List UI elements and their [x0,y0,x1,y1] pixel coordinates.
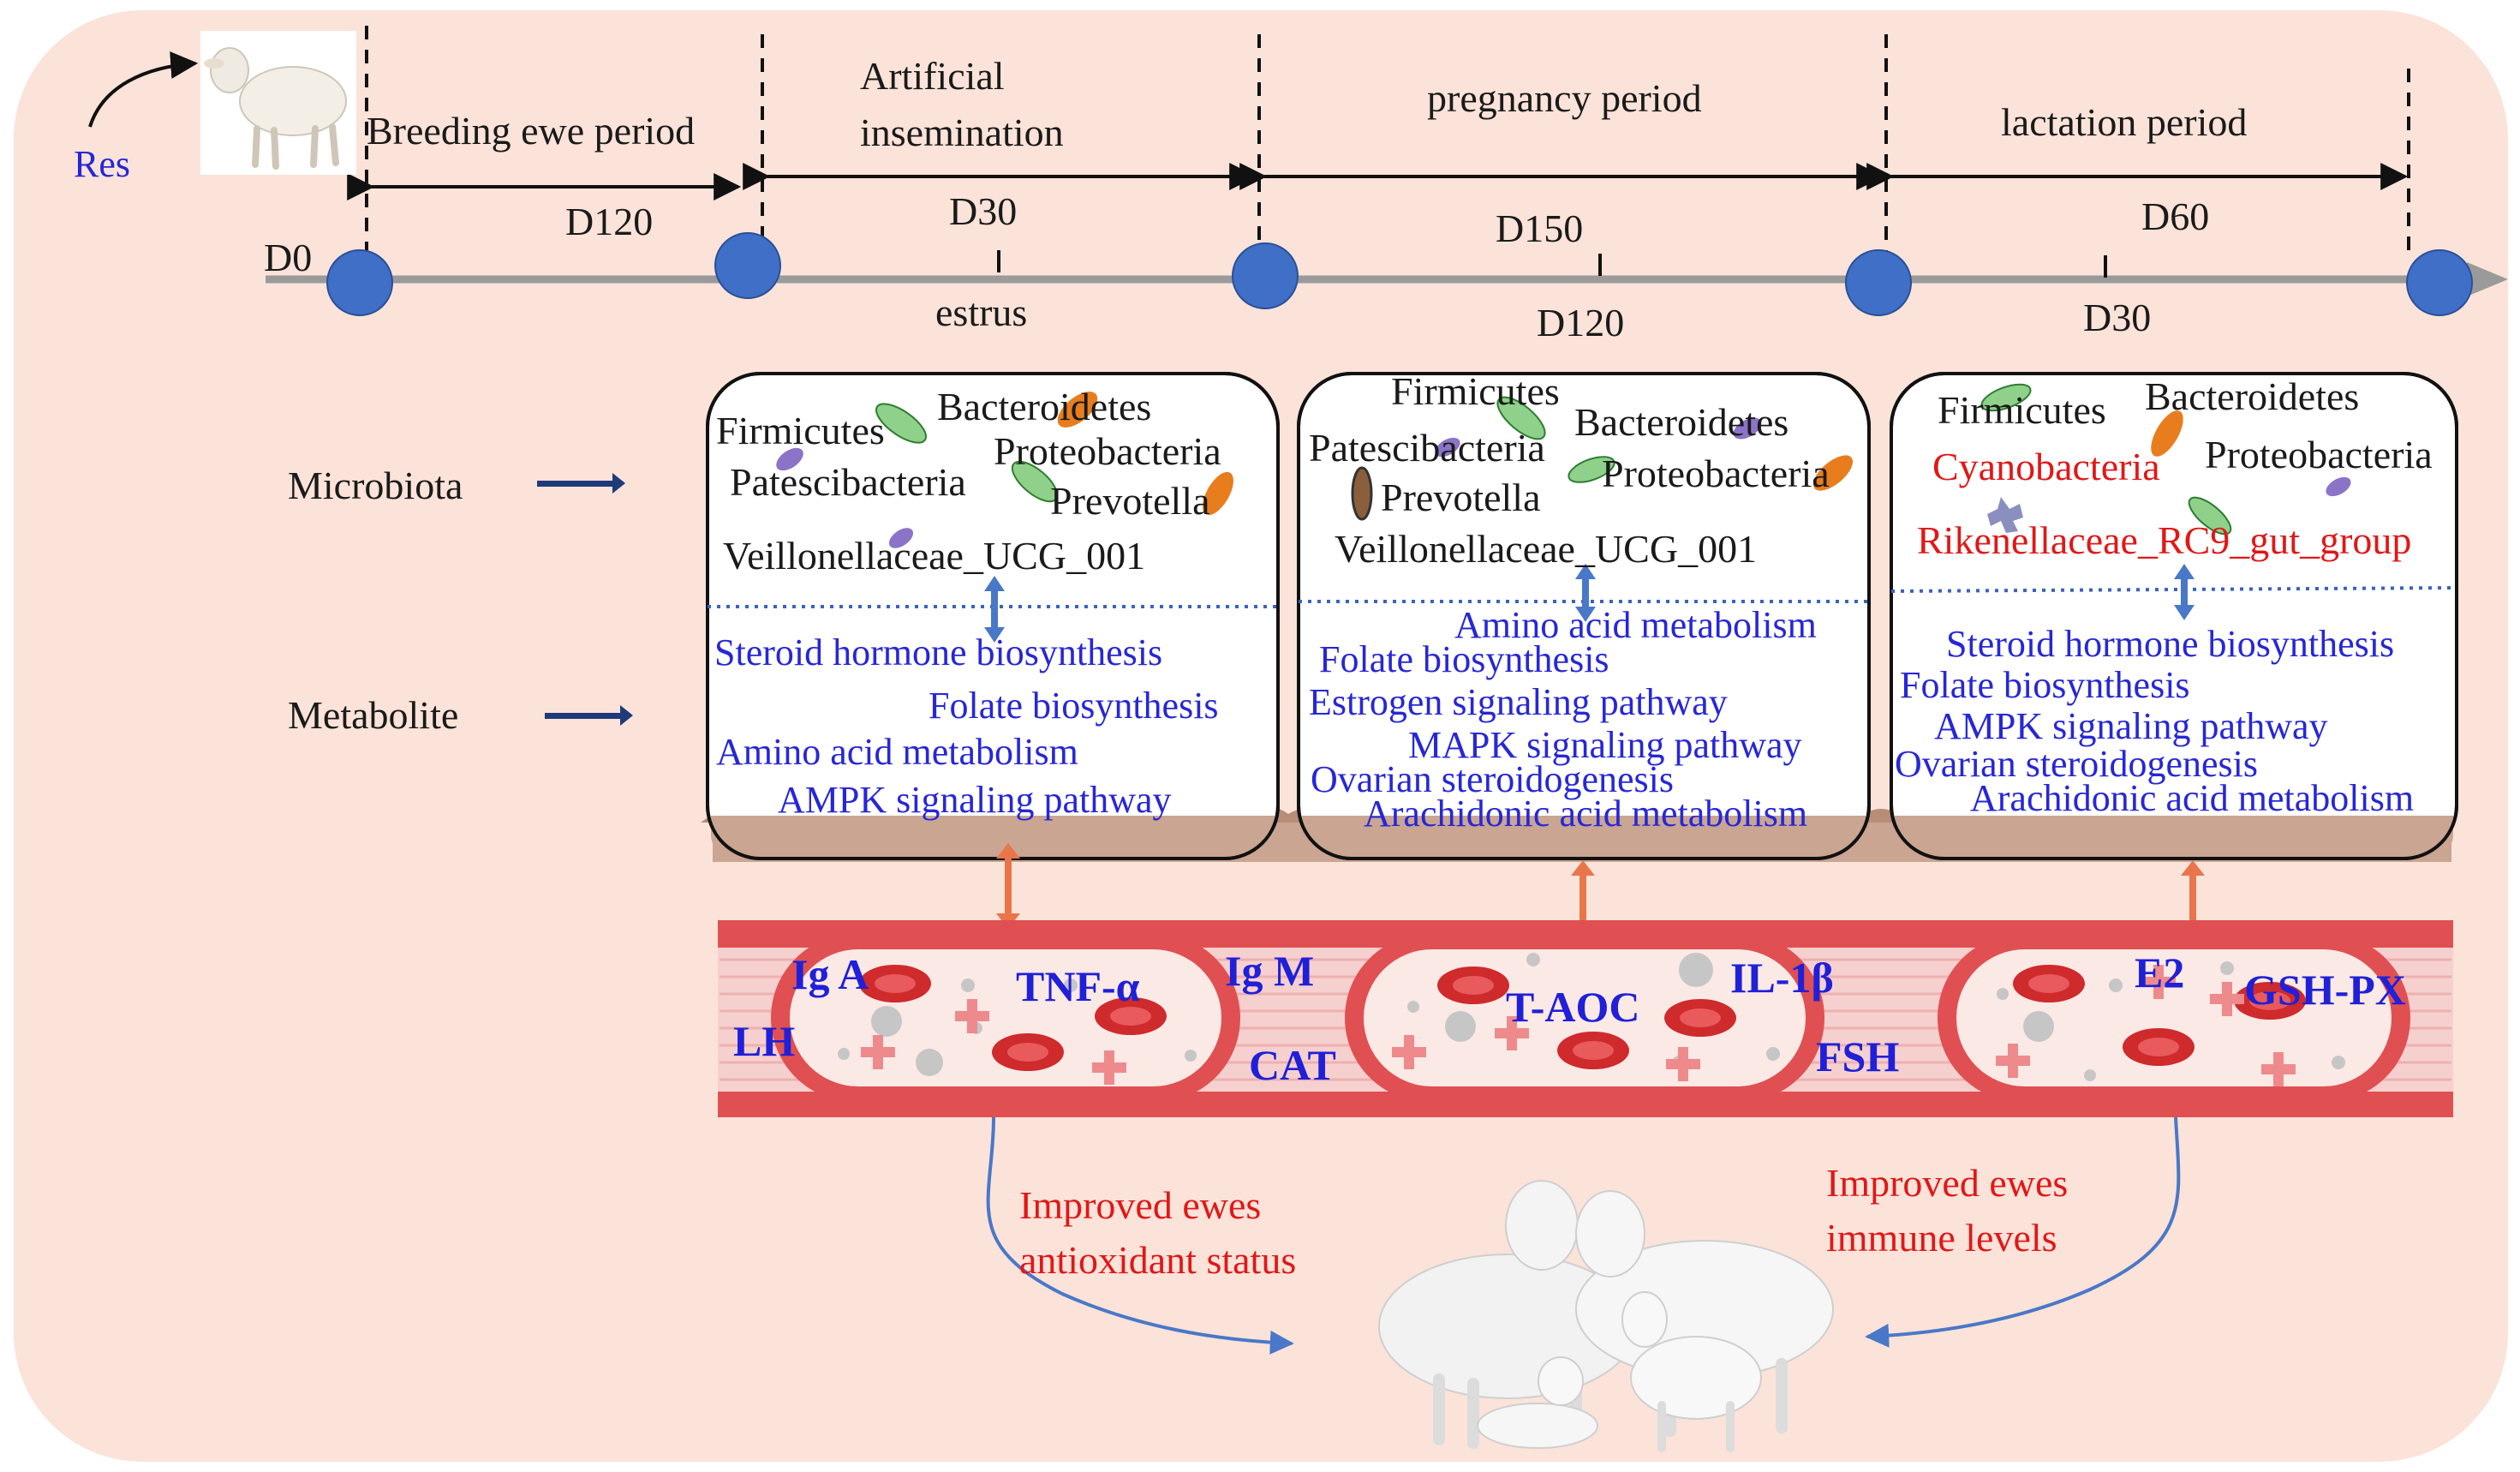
microbe-label: Bacteroidetes [937,385,1152,428]
sheep-group-icon [1378,1180,1834,1452]
metabolite-label: Folate biosynthesis [1900,664,2190,706]
proteobacteria-orange-icon [1812,455,1854,491]
period-breeding-label: Breeding ewe period [367,109,696,153]
microbe-label: Prevotella [1381,476,1541,519]
microbe-label: Patescibacteria [1309,426,1545,470]
metabolite-label: MAPK signaling pathway [1408,724,1802,766]
panel-outlines [706,372,2458,860]
timeline-ticks [997,250,2107,278]
microbe-label: Prevotella [1050,479,1210,523]
bacteroidetes-icon [2151,410,2183,457]
metabolite-label: Arachidonic acid metabolism [1364,793,1808,835]
period-breeding-duration: D120 [565,200,654,243]
marker-label: Ig A [791,950,869,998]
res-label: Res [74,143,130,185]
bacteroidetes-icon [1057,392,1098,428]
microbe-label: Firmicutes [1938,388,2106,432]
proteobacteria-icon [2326,476,2351,497]
period-lactation-duration: D60 [2141,194,2210,238]
microbe-label: Bacteroidetes [1574,400,1789,444]
firmicutes-icon [1496,396,1546,440]
microbe-label: Firmicutes [716,409,885,452]
metabolite-label: Arachidonic acid metabolism [1970,777,2415,819]
proteobacteria-icon [1568,456,1615,483]
marker-label: IL-1β [1730,954,1834,1002]
d0-label: D0 [264,236,313,279]
microbe-label: Cyanobacteria [1932,445,2160,488]
res-arrow [88,51,199,128]
prevotella-icon [1351,466,1373,521]
metabolite-label: Folate biosynthesis [1319,638,1609,680]
metabolite-label: Folate biosynthesis [929,685,1219,727]
timeline-dots [326,232,2473,316]
firmicutes-icon [1980,383,2032,412]
proteobacteria-icon [1011,460,1059,503]
period-ai-marker: estrus [935,290,1028,334]
metabolite-label: Amino acid metabolism [716,731,1078,773]
red-blood-cells [859,965,2306,1071]
platelet-crosses [861,965,2296,1086]
microbe-label: Bacteroidetes [2145,374,2360,418]
marker-label: TNF-α [1016,962,1140,1010]
period-pregnancy-label: pregnancy period [1427,76,1702,120]
rikenellaceae-icon [2188,496,2232,536]
right-outcome-arrow [1865,1116,2181,1348]
patescibacteria-icon [776,447,803,471]
marker-label: E2 [2135,948,2185,996]
metabolite-label: Ovarian steroidogenesis [1895,743,2258,785]
microbe-label: Firmicutes [1391,369,1560,413]
white-blood-cells [838,953,2345,1081]
row-label-metabolite: Metabolite [288,693,459,737]
patescibacteria-icon [1435,437,1460,458]
marker-label: Ig M [1225,947,1315,995]
period-ai-duration: D30 [949,189,1018,233]
period-lactation-marker: D30 [2083,296,2152,339]
panel-wall [711,816,2453,859]
timeline-arrowhead [2467,262,2508,296]
period-pregnancy-marker: D120 [1537,301,1625,344]
outcome-right-line2: immune levels [1826,1216,2057,1260]
microbe-label: Rikenellaceae_RC9_gut_group [1917,518,2412,562]
microbe-label: Veillonellaceae_UCG_001 [723,534,1146,577]
period-ai-label-line2: insemination [860,111,1064,154]
microbe-label: Veillonellaceae_UCG_001 [1335,527,1758,571]
metabolite-label: Ovarian steroidogenesis [1311,758,1674,800]
veillonellaceae-icon [888,528,914,548]
period-dividers [365,26,2410,257]
metabolite-label: Steroid hormone biosynthesis [714,631,1163,673]
blue-double-arrows [984,564,2195,643]
metabolite-label: AMPK signaling pathway [778,779,1172,821]
outcome-right-line1: Improved ewes [1826,1161,2069,1205]
metabolite-label: AMPK signaling pathway [1934,705,2328,747]
row-label-microbiota: Microbiota [288,464,463,507]
cyanobacteria-icon [1987,497,2023,533]
metabolite-label: Amino acid metabolism [1454,604,1817,646]
microbe-label: Proteobacteria [2205,433,2433,476]
outcome-left-line2: antioxidant status [1019,1238,1297,1282]
marker-label: LH [733,1017,796,1065]
marker-label: T-AOC [1506,983,1640,1031]
marker-label: CAT [1249,1041,1336,1089]
period-pregnancy-duration: D150 [1496,206,1584,250]
period-lactation-label: lactation period [2001,100,2248,144]
microbe-label: Proteobacteria [1602,452,1830,495]
metabolite-label: Estrogen signaling pathway [1309,681,1728,723]
bacteroidetes-icon [1733,417,1762,440]
marker-label: FSH [1816,1032,1900,1080]
bacteria-icons [776,383,2351,548]
prevotella-icon [1203,471,1233,516]
sheep-icon [200,31,356,175]
duration-arrows [347,163,2409,200]
microbe-label: Patescibacteria [730,460,966,504]
microbe-label: Proteobacteria [994,429,1221,473]
marker-label: GSH-PX [2244,966,2406,1014]
firmicutes-icon [875,403,927,444]
left-outcome-arrow [986,1116,1294,1355]
period-ai-label-line1: Artificial [860,54,1005,98]
outcome-left-line1: Improved ewes [1019,1183,1262,1227]
metabolite-label: Steroid hormone biosynthesis [1946,623,2395,665]
row-arrows [537,473,633,726]
